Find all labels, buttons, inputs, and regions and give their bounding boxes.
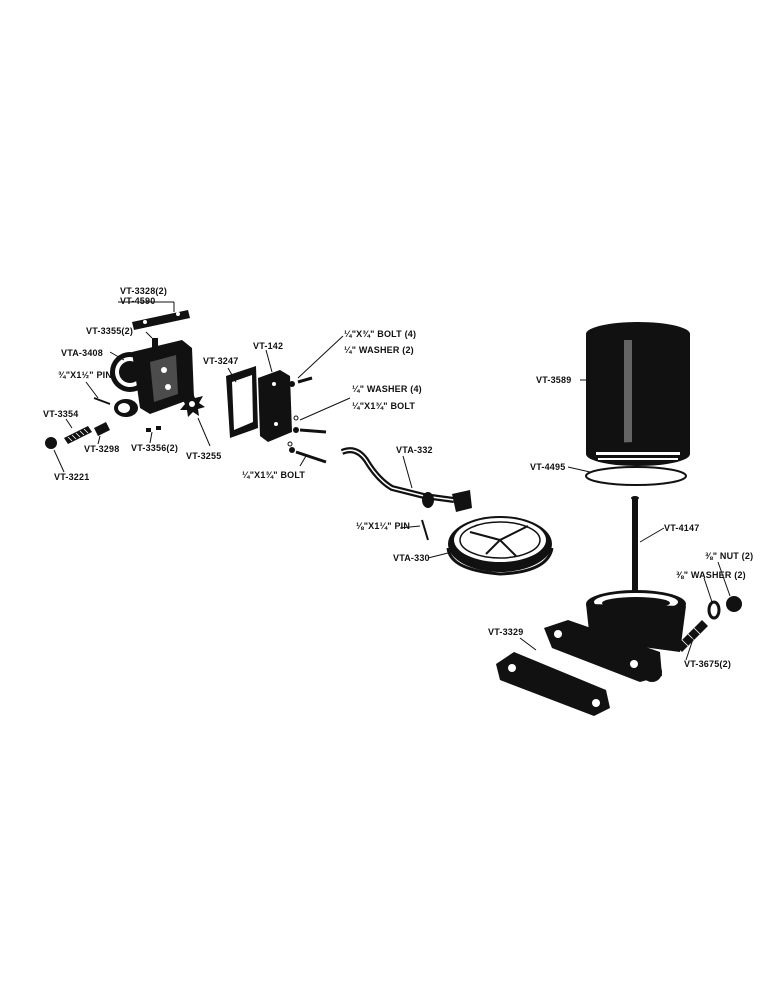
- label-nut-2: ⅜" NUT (2): [705, 551, 753, 561]
- oil-tube-part: [340, 447, 455, 503]
- label-vt-3221: VT-3221: [54, 472, 89, 482]
- stud-washer-nut-part: [676, 596, 742, 652]
- label-vt-3298: VT-3298: [84, 444, 119, 454]
- cap-part: [45, 437, 57, 449]
- label-vt-3356: VT-3356(2): [131, 443, 178, 453]
- label-pin-2: ⅛"X1¼" PIN: [356, 521, 410, 531]
- oil-screen-part: [446, 516, 554, 576]
- label-vt-4495: VT-4495: [530, 462, 565, 472]
- spring-part: [64, 426, 92, 444]
- gasket-part: [226, 366, 258, 438]
- label-vt-3355: VT-3355(2): [86, 326, 133, 336]
- filter-canister-part: [586, 322, 690, 466]
- label-vta-3408: VTA-3408: [61, 348, 103, 358]
- label-washer-2b: ⅜" WASHER (2): [676, 570, 746, 580]
- label-vt-3247: VT-3247: [203, 356, 238, 366]
- leader-lines: [53, 301, 731, 661]
- label-pin-1: ¾"X1½" PIN: [58, 370, 112, 380]
- label-vt-3328: VT-3328(2): [120, 286, 167, 296]
- label-bolt-1a: ¼"X1¾" BOLT: [242, 470, 305, 480]
- label-vt-3675: VT-3675(2): [684, 659, 731, 669]
- label-bolt-1b: ¼"X1¾" BOLT: [352, 401, 415, 411]
- filter-base-part: [544, 590, 686, 682]
- center-stud-part: [631, 496, 639, 606]
- label-vt-3255: VT-3255: [186, 451, 221, 461]
- star-gear-part: [180, 391, 205, 417]
- bolts-part: [287, 376, 327, 464]
- plunger-part: [94, 422, 110, 436]
- label-vt-3329: VT-3329: [488, 627, 523, 637]
- label-vt-3354: VT-3354: [43, 409, 78, 419]
- pump-body-part: [114, 338, 194, 417]
- label-washer-2a: ¼" WASHER (2): [344, 345, 414, 355]
- label-vt-142: VT-142: [253, 341, 283, 351]
- label-vt-3589: VT-3589: [536, 375, 571, 385]
- label-vt-4590: VT-4590: [120, 296, 155, 306]
- cover-plate-part: [132, 310, 190, 330]
- base-gasket-part: [496, 652, 610, 716]
- pump-cover-part: [258, 370, 292, 442]
- sealing-ring-part: [585, 466, 687, 486]
- label-bolt-4: ¼"X¾" BOLT (4): [344, 329, 416, 339]
- label-washer-4: ¼" WASHER (4): [352, 384, 422, 394]
- label-vt-4147: VT-4147: [664, 523, 699, 533]
- label-vta-330: VTA-330: [393, 553, 430, 563]
- label-vta-332: VTA-332: [396, 445, 433, 455]
